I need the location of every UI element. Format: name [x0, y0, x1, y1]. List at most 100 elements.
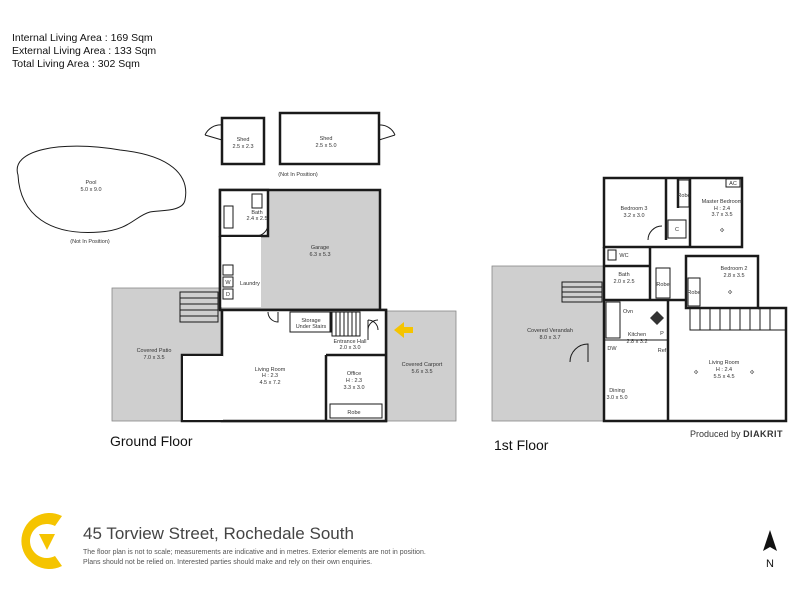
first-living-label: Living Room — [709, 360, 740, 366]
bed2-label: Bedroom 2 — [721, 266, 748, 272]
dining-label: Dining — [609, 388, 625, 394]
covered-verandah — [491, 265, 605, 422]
bedroom2-walls — [684, 254, 760, 310]
wc-label: WC — [619, 253, 628, 259]
bed2-fan-icon: ✣ — [728, 289, 733, 296]
toilet-icon — [607, 249, 617, 261]
credit: Produced by DIAKRIT — [690, 429, 783, 439]
bed3-dim: 3.2 x 3.0 — [623, 213, 644, 219]
wc-bath-walls — [602, 247, 652, 300]
ac-unit — [725, 178, 741, 188]
robe-hall — [655, 267, 671, 299]
carport-label: Covered Carport — [402, 362, 443, 368]
living-door — [267, 311, 279, 323]
robe-bed2 — [687, 277, 701, 307]
storage-line1: Storage — [301, 318, 320, 324]
first-living-h: H : 2.4 — [716, 367, 732, 373]
disclaimer-line2: Plans should not be relied on. Intereste… — [83, 559, 373, 566]
shed-small-dim: 2.5 x 2.3 — [232, 144, 253, 150]
master-fan-icon: ✣ — [720, 227, 725, 234]
linen-cupboard — [667, 219, 687, 239]
ground-living-h: H : 2.3 — [262, 373, 278, 379]
patio-label: Covered Patio — [137, 348, 172, 354]
bedroom-wing-walls — [602, 176, 744, 249]
garage-label: Garage — [311, 245, 329, 251]
pool-outline — [16, 145, 187, 233]
storage-under-stairs — [289, 311, 332, 333]
dw-label: DW — [607, 346, 617, 352]
office-label: Office — [347, 371, 361, 377]
first-living-dim: 5.5 x 4.5 — [713, 374, 734, 380]
entrance-dim: 2.0 x 3.0 — [339, 345, 360, 351]
living-wing-walls — [602, 298, 788, 423]
shed-large-door — [378, 124, 396, 141]
laundry-label: Laundry — [240, 281, 260, 287]
credit-brand: DIAKRIT — [743, 429, 784, 439]
bath-ground-door — [255, 223, 269, 237]
disclaimer-line1: The floor plan is not to scale; measurem… — [83, 549, 426, 556]
linen-label: C — [675, 227, 679, 233]
cooktop-icon — [650, 311, 664, 325]
first-floor-title: 1st Floor — [494, 437, 549, 453]
ground-floor-walls — [180, 308, 388, 423]
washer-label: W — [225, 280, 231, 286]
credit-prefix: Produced by — [690, 429, 741, 439]
office-robe-label: Robe — [347, 410, 360, 416]
property-address: 45 Torview Street, Rochedale South — [83, 524, 354, 543]
robe-bed3 — [677, 179, 690, 208]
office-dim: 3.3 x 3.0 — [343, 385, 364, 391]
bath-ground-label: Bath — [251, 210, 262, 216]
storage-line2: Under Stairs — [296, 324, 327, 330]
north-arrow-icon — [763, 530, 777, 551]
first-floor-stairs — [689, 307, 787, 331]
robe-bed3-label: Robe — [677, 193, 690, 199]
verandah-dim: 8.0 x 3.7 — [539, 335, 560, 341]
verandah-door — [569, 343, 589, 363]
external-area: External Living Area : 133 Sqm — [12, 45, 157, 57]
shed-small-door — [204, 124, 223, 141]
bath-ground-walls — [218, 188, 270, 238]
dryer-box — [222, 288, 234, 300]
office-robe — [329, 403, 383, 419]
bath-ground-shower — [251, 193, 263, 209]
kitchen-dim: 2.8 x 3.2 — [626, 339, 647, 345]
north-label: N — [766, 558, 774, 570]
shed-large-label: Shed — [320, 136, 333, 142]
bed3-door — [647, 225, 663, 241]
garage-dim: 6.3 x 5.3 — [309, 252, 330, 258]
verandah-label: Covered Verandah — [527, 328, 573, 334]
dryer-label: D — [226, 292, 230, 298]
pool-note: (Not In Position) — [70, 239, 110, 245]
shed-small — [220, 116, 266, 166]
living-fan-right-icon: ✣ — [750, 369, 755, 376]
bath-ground-dim: 2.4 x 2.5 — [246, 216, 267, 222]
dining-dim: 3.0 x 5.0 — [606, 395, 627, 401]
oven-label: Ovn — [623, 309, 633, 315]
entrance-label: Entrance Hall — [333, 339, 366, 345]
shed-large-note: (Not In Position) — [278, 172, 318, 178]
bed3-label: Bedroom 3 — [621, 206, 648, 212]
bath-first-dim: 2.0 x 2.5 — [613, 279, 634, 285]
shed-small-label: Shed — [237, 137, 250, 143]
bed2-dim: 2.8 x 3.5 — [723, 273, 744, 279]
total-area: Total Living Area : 302 Sqm — [12, 58, 140, 70]
fridge-label: Ref — [658, 348, 667, 354]
entrance-doors — [367, 319, 379, 340]
ground-living-dim: 4.5 x 7.2 — [259, 380, 280, 386]
ac-label: AC — [729, 181, 737, 187]
ground-floor-title: Ground Floor — [110, 433, 193, 449]
master-dim: 3.7 x 3.5 — [711, 212, 732, 218]
pantry-label: P — [660, 331, 664, 337]
washer-box — [222, 276, 234, 288]
patio-stairs — [179, 291, 219, 323]
ground-stairs — [331, 311, 361, 337]
robe-bed2-label: Robe — [687, 290, 700, 296]
shed-large-dim: 2.5 x 5.0 — [315, 143, 336, 149]
master-label: Master Bedroom — [702, 199, 743, 205]
shed-large — [278, 111, 381, 166]
carport-dim: 5.6 x 3.5 — [411, 369, 432, 375]
patio-dim: 7.0 x 3.5 — [143, 355, 164, 361]
ground-living-label: Living Room — [255, 367, 286, 373]
